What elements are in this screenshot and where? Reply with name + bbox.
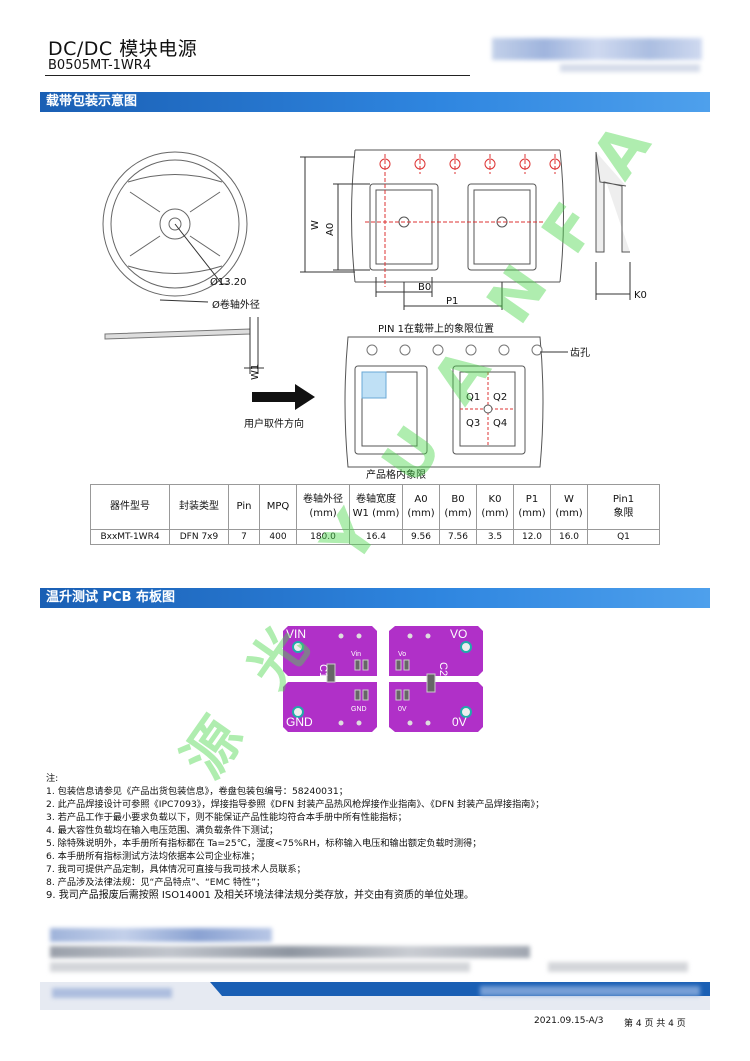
reel-front-view: [102, 151, 248, 297]
pcb-pad-gnd: [283, 682, 377, 732]
note-item: 6. 本手册所有指标测试方法均依据本公司企业标准；: [46, 851, 260, 862]
table-row: BxxMT-1WR4 DFN 7x9 7 400 180.0 16.4 9.56…: [90, 529, 660, 545]
note-item: 7. 我司可提供产品定制，具体情况可直接与我司技术人员联系；: [46, 864, 306, 875]
note-item: 2. 此产品焊接设计可参照《IPC7093》，焊接指导参照《DFN 封装产品热风…: [46, 799, 545, 810]
note-item: 5. 除特殊说明外，本手册所有指标都在 Ta=25℃，湿度<75%RH，标称输入…: [46, 838, 482, 849]
pin1-position-label: PIN 1在载带上的象限位置: [378, 322, 494, 335]
pcb-0v-small: 0V: [398, 706, 407, 713]
footer-address-blurred: [50, 946, 530, 958]
pcb-pad-0v: [389, 682, 483, 732]
w1-label: W1: [250, 364, 261, 380]
cell-pin: 7: [228, 529, 260, 545]
k0-label: K0: [634, 290, 647, 301]
th-k0: K0 (mm): [476, 484, 514, 530]
cell-package: DFN 7x9: [169, 529, 229, 545]
direction-label: 用户取件方向: [244, 417, 304, 430]
th-a0: A0 (mm): [402, 484, 440, 530]
pcb-vo-small: Vo: [398, 651, 406, 658]
company-url-blurred: [560, 64, 700, 72]
th-reel-width: 卷轴宽度 W1 (mm): [349, 484, 403, 530]
footer-bar: [40, 982, 710, 1010]
pin1-quadrant-marker: [361, 371, 387, 399]
sprocket-hole-label: 齿孔: [570, 347, 590, 359]
th-pin1-quadrant: Pin1 象限: [587, 484, 660, 530]
th-reel-dia: 卷轴外径 (mm): [296, 484, 350, 530]
pcb-vin-small: Vin: [351, 651, 361, 658]
cell-b0: 7.56: [439, 529, 477, 545]
q1-label: Q1: [466, 392, 480, 403]
pcb-vin-label: VIN: [286, 627, 306, 641]
reel-side-view: [104, 328, 251, 340]
footer-date: 2021.09.15-A/3: [534, 1016, 604, 1026]
th-pin: Pin: [228, 484, 260, 530]
note-item: 8. 产品涉及法律法规：见“产品特点”、“EMC 特性”；: [46, 877, 266, 888]
carrier-tape-orientation: [344, 336, 544, 468]
pcb-pad-vin: [283, 626, 377, 676]
pcb-c1-label: C1: [317, 664, 329, 678]
pcb-gnd-small: GND: [351, 706, 367, 713]
footer-page-number: 第 4 页 共 4 页: [624, 1019, 686, 1029]
table-header-row: 器件型号 封装类型 Pin MPQ 卷轴外径 (mm) 卷轴宽度 W1 (mm)…: [90, 484, 660, 530]
cell-reel-dia: 180.0: [296, 529, 350, 545]
th-mpq: MPQ: [259, 484, 297, 530]
company-logo-blurred: [492, 38, 702, 60]
section-pcb-title: 温升测试 PCB 布板图: [40, 588, 710, 608]
p1-label: P1: [446, 296, 458, 307]
direction-arrow-icon: [252, 384, 315, 410]
page-title: DC/DC 模块电源: [48, 38, 198, 60]
q3-label: Q3: [466, 418, 480, 429]
th-b0: B0 (mm): [439, 484, 477, 530]
cell-reel-width: 16.4: [349, 529, 403, 545]
notes-heading: 注:: [46, 773, 59, 784]
carrier-tape-top-view: [351, 149, 564, 283]
th-model: 器件型号: [90, 484, 170, 530]
th-w: W (mm): [550, 484, 588, 530]
pcb-pad-vo: [389, 626, 483, 676]
note-item: 1. 包装信息请参见《产品出货包装信息》，卷盘包装包编号：58240031；: [46, 786, 348, 797]
tape-reel-diagram: Ø13.20 Ø卷轴外径 W1 W A0 B0 P1 K0 PIN 1在载带上的…: [102, 149, 647, 481]
cell-w: 16.0: [550, 529, 588, 545]
quadrant-caption: 产品格内象限: [366, 468, 426, 481]
tape-spec-table: 器件型号 封装类型 Pin MPQ 卷轴外径 (mm) 卷轴宽度 W1 (mm)…: [90, 484, 660, 545]
b0-label: B0: [418, 282, 431, 293]
w-label: W: [310, 220, 321, 230]
cell-a0: 9.56: [402, 529, 440, 545]
reel-diameter-label: Ø卷轴外径: [212, 298, 260, 311]
footer-company-blurred: [50, 928, 272, 942]
th-package: 封装类型: [169, 484, 229, 530]
pcb-c2-label: C2: [437, 662, 449, 676]
header-rule: [45, 75, 470, 76]
pcb-gnd-label: GND: [286, 715, 313, 729]
cell-mpq: 400: [259, 529, 297, 545]
pcb-0v-label: 0V: [452, 715, 467, 729]
section-tape-title: 载带包装示意图: [40, 92, 710, 112]
model-number: B0505MT-1WR4: [48, 58, 152, 73]
pcb-vo-label: VO: [450, 627, 467, 641]
notes-block: 注: 1. 包装信息请参见《产品出货包装信息》，卷盘包装包编号：58240031…: [46, 772, 544, 902]
cell-p1: 12.0: [513, 529, 551, 545]
th-p1: P1 (mm): [513, 484, 551, 530]
a0-label: A0: [325, 223, 336, 236]
cell-model: BxxMT-1WR4: [90, 529, 170, 545]
cell-k0: 3.5: [476, 529, 514, 545]
note-item: 9. 我司产品报废后需按照 ISO14001 及相关环境法律法规分类存放，并交由…: [46, 890, 475, 901]
cell-pin1: Q1: [587, 529, 660, 545]
hub-diameter-label: Ø13.20: [210, 276, 247, 288]
tape-side-profile: [595, 151, 630, 253]
q4-label: Q4: [493, 418, 507, 429]
q2-label: Q2: [493, 392, 507, 403]
sprocket-holes-top: [365, 154, 561, 287]
footer-web-blurred: [548, 962, 688, 972]
pcb-layout-diagram: VIN GND VO 0V C1 C2 Vin Vo GND 0V: [283, 626, 483, 732]
note-item: 4. 最大容性负载均在输入电压范围、满负载条件下测试；: [46, 825, 279, 836]
note-item: 3. 若产品工作于最小要求负载以下，则不能保证产品性能均符合本手册中所有性能指标…: [46, 812, 407, 823]
footer-contact-blurred: [50, 962, 470, 972]
